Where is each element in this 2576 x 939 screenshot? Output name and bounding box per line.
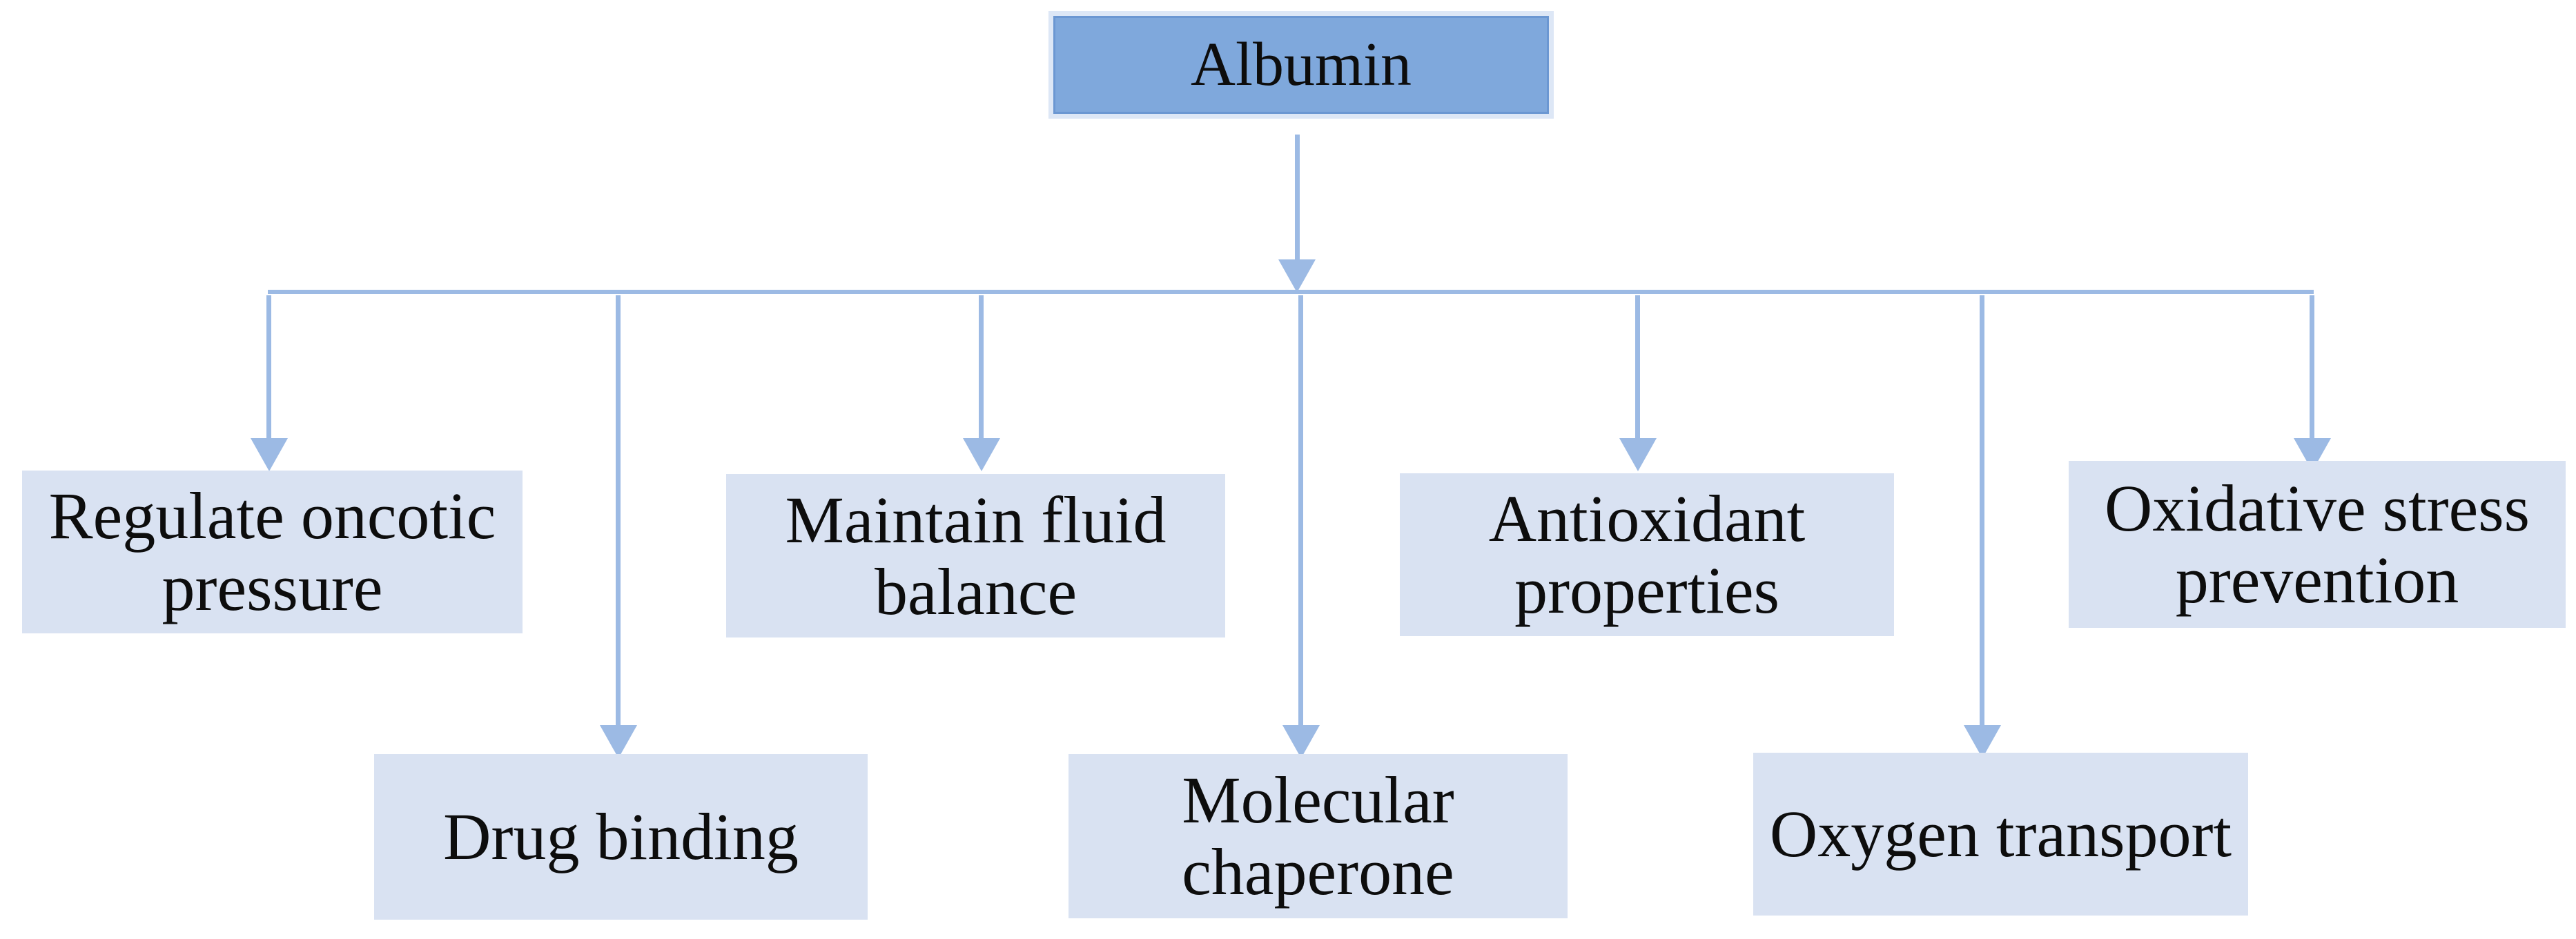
node-oxidative-stress-prevention-label: Oxidative stress prevention [2105, 471, 2530, 617]
connector-maintain-fluid-line [979, 295, 984, 438]
connector-drug-binding-line [616, 295, 621, 725]
connector-trunk-line [1295, 135, 1300, 260]
connector-oxidative-stress-line [2310, 295, 2314, 438]
node-regulate-oncotic-pressure-label: Regulate oncotic pressure [48, 479, 496, 624]
connector-antioxidant-line [1635, 295, 1640, 438]
arrow-down-icon [963, 438, 1000, 471]
node-molecular-chaperone: Molecular chaperone [1069, 754, 1568, 918]
node-albumin: Albumin [1053, 16, 1549, 114]
connector-oxygen-transport-line [1980, 295, 1984, 725]
connector-regulate-oncotic-line [266, 295, 271, 438]
node-oxygen-transport-label: Oxygen transport [1769, 797, 2232, 871]
node-antioxidant-properties-label: Antioxidant properties [1488, 482, 1806, 627]
connector-molecular-chaperone-line [1298, 295, 1303, 725]
node-albumin-label: Albumin [1190, 30, 1412, 99]
arrow-down-icon [1282, 725, 1320, 758]
arrow-down-icon [600, 725, 637, 758]
arrow-down-icon [1278, 259, 1316, 293]
node-drug-binding: Drug binding [374, 754, 868, 920]
node-antioxidant-properties: Antioxidant properties [1400, 473, 1894, 636]
node-oxygen-transport: Oxygen transport [1753, 753, 2248, 916]
node-drug-binding-label: Drug binding [443, 800, 799, 874]
node-maintain-fluid-balance-label: Maintain fluid balance [785, 482, 1167, 629]
node-regulate-oncotic-pressure: Regulate oncotic pressure [22, 471, 523, 633]
node-molecular-chaperone-label: Molecular chaperone [1182, 763, 1454, 909]
node-maintain-fluid-balance: Maintain fluid balance [726, 474, 1225, 637]
arrow-down-icon [1619, 438, 1657, 471]
node-oxidative-stress-prevention: Oxidative stress prevention [2069, 461, 2566, 628]
arrow-down-icon [251, 438, 288, 471]
connector-branch-rail [268, 290, 2314, 294]
